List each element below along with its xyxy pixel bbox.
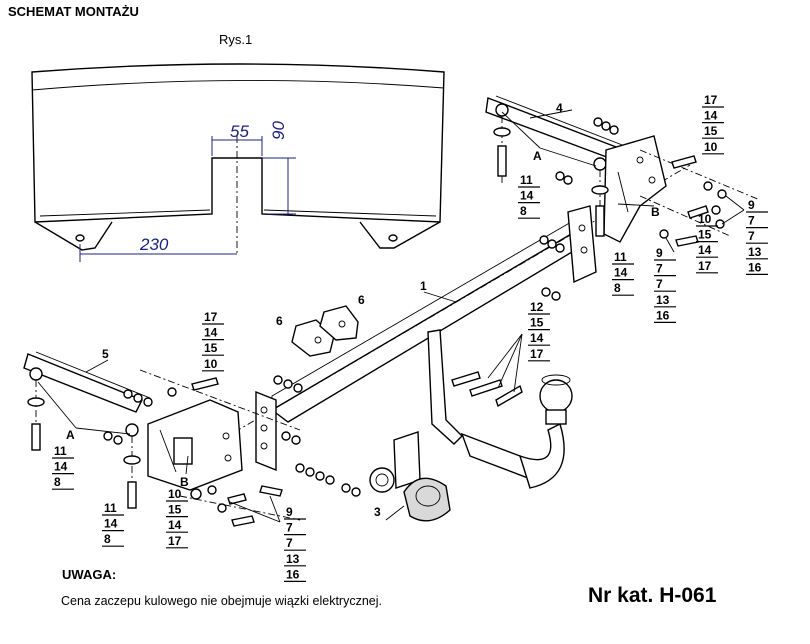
callout-stack-left-9-0: 9 [286,505,293,519]
callout-point-a-right: A [533,149,542,163]
callout-stack-left-top-1: 14 [204,326,218,340]
mount-hole-left [75,234,85,242]
dim-55: 55 [230,122,249,141]
bumper-outline [31,63,445,223]
right-plate [603,135,667,243]
callout-stack-right-10-1: 15 [698,228,712,242]
callouts: 1 3 4 5 6 6 A B A B 17141510111481114897… [52,93,768,583]
callout-stack-left-10-0: 10 [168,487,182,501]
dim-90: 90 [269,121,288,140]
ball-neck-collar [545,409,567,425]
callout-stack-left-9-1: 7 [286,521,293,535]
callout-stack-left-9-3: 13 [286,552,300,566]
callout-stack-left-bottom-1: 14 [104,517,118,531]
bumper-lower-left [34,221,113,251]
callout-point-b-right: B [651,205,660,219]
callout-point-a-left: A [66,428,75,442]
callout-stack-left-bolt-2: 8 [54,475,61,489]
callout-stack-right-10-0: 10 [698,212,712,226]
callout-stacks: 1714151011148111489771316101514179771316… [52,93,768,583]
bumper-top-edge [31,80,445,91]
callout-stack-center-3: 17 [530,347,544,361]
callout-stack-right-10-3: 17 [698,259,712,273]
callout-stack-right-mid-0: 11 [614,250,627,264]
callout-stack-left-top-2: 15 [204,341,218,355]
callout-stack-right-top-3: 10 [704,140,718,154]
callout-part-3: 3 [374,505,381,519]
hardware [27,117,727,527]
callout-stack-right-9-0: 9 [748,198,755,212]
leader-lines [37,109,745,523]
neck-tube [460,432,530,480]
left-plate [147,399,243,491]
crossbar [169,164,691,472]
callout-stack-left-10-3: 17 [168,534,182,548]
callout-part-5: 5 [102,347,109,361]
callout-stack-left-bolt-0: 11 [54,444,67,458]
callout-stack-right-9b-2: 7 [656,277,663,291]
tongue-plate [427,329,463,445]
callout-stack-center-1: 15 [530,316,544,330]
callout-stack-right-9b-0: 9 [656,246,663,260]
catalog-number: Nr kat. H-061 [588,584,717,607]
socket-bracket [369,431,451,522]
header-title: SCHEMAT MONTAŻU [8,4,139,19]
ball-neck [518,423,565,489]
left-flange [255,390,277,472]
callout-stack-left-9-2: 7 [286,536,293,550]
callout-point-b-left: B [180,475,189,489]
spacer-blocks [291,305,359,357]
callout-stack-left-bottom-0: 11 [104,501,117,515]
figure-label: Rys.1 [219,32,253,47]
callout-stack-right-9-3: 13 [748,245,762,259]
mount-hole-right [388,234,398,242]
callout-stack-left-top-0: 17 [204,310,218,324]
callout-stack-right-9b-1: 7 [656,262,663,276]
callout-stack-right-9b-3: 13 [656,293,670,307]
right-member [485,95,761,243]
callout-stack-right-mid-1: 14 [614,266,628,280]
callout-part-4: 4 [556,101,563,115]
callout-stack-left-top-3: 10 [204,357,218,371]
callout-stack-center-2: 14 [530,331,544,345]
callout-stack-right-top-2: 15 [704,124,718,138]
callout-stack-left-10-1: 15 [168,503,182,517]
callout-stack-right-9-2: 7 [748,229,755,243]
callout-stack-right-top-0: 17 [704,93,718,107]
callout-stack-right-10-2: 14 [698,243,712,257]
note-heading: UWAGA: [62,567,117,582]
callout-stack-left-9-4: 16 [286,567,300,581]
left-member [23,351,301,521]
callout-stack-right-bolt-2: 8 [520,204,527,218]
note-text: Cena zaczepu kulowego nie obejmuje wiązk… [61,594,383,608]
dim-230: 230 [139,235,169,254]
callout-stack-right-top-1: 14 [704,109,718,123]
callout-stack-left-10-2: 14 [168,518,182,532]
callout-stack-right-9b-4: 16 [656,308,670,322]
ball-mount [427,329,573,489]
right-flange [567,205,597,284]
callout-stack-right-bolt-1: 14 [520,189,534,203]
callout-stack-right-mid-2: 8 [614,281,621,295]
callout-part-1: 1 [420,279,427,293]
callout-stack-left-bottom-2: 8 [104,532,111,546]
bumper-lower-right [359,221,441,249]
callout-stack-center-0: 12 [530,300,544,314]
callout-stack-left-bolt-1: 14 [54,460,68,474]
callout-part-6a: 6 [276,314,283,328]
socket-plug [403,477,451,522]
bumper-figure: 55 90 230 [31,63,445,262]
callout-stack-right-9-1: 7 [748,214,755,228]
callout-stack-right-bolt-0: 11 [520,173,533,187]
callout-part-6b: 6 [358,293,365,307]
callout-stack-right-9-4: 16 [748,260,762,274]
